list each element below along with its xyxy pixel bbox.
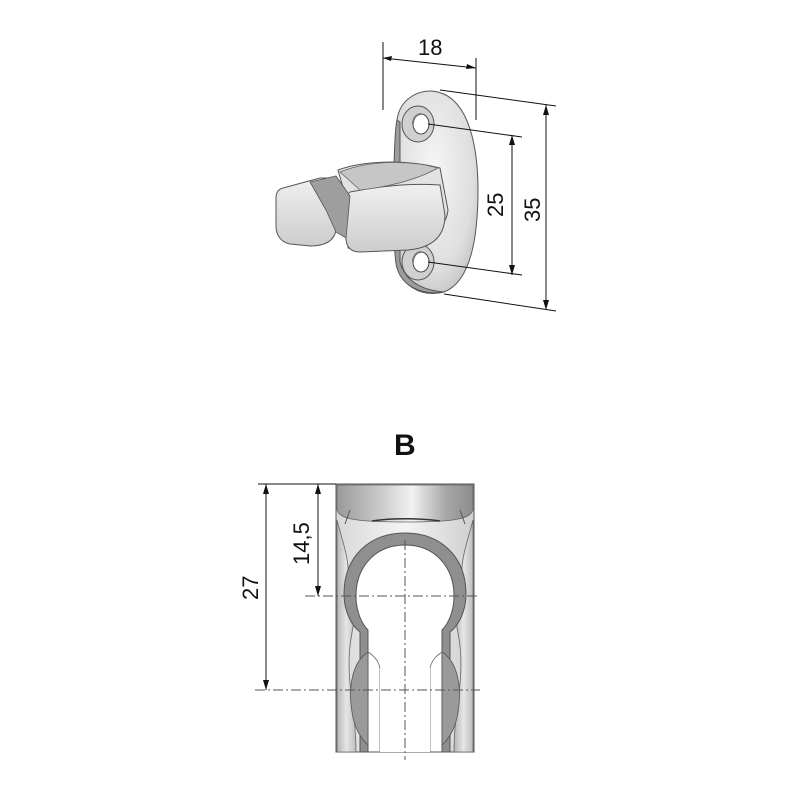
dim-width-top: 18 <box>418 35 442 60</box>
center-lines <box>255 540 480 760</box>
collar-inner <box>339 162 440 191</box>
front-arm <box>345 183 446 253</box>
top-hole <box>401 105 435 143</box>
view-label: B <box>394 429 416 462</box>
dim-center-depth: 14,5 <box>289 522 314 565</box>
isometric-view <box>275 90 479 294</box>
dim-hole-spacing: 25 <box>483 193 508 217</box>
lower-lobe-left <box>350 651 369 746</box>
dim-lines-section <box>258 483 336 690</box>
dim-lines-top <box>382 42 557 312</box>
lower-lobe-right <box>441 651 460 746</box>
section-top-cap <box>336 484 474 523</box>
back-arm-gap <box>309 175 351 239</box>
dim-overall-height: 35 <box>520 198 545 222</box>
dim-section-height: 27 <box>238 576 263 600</box>
